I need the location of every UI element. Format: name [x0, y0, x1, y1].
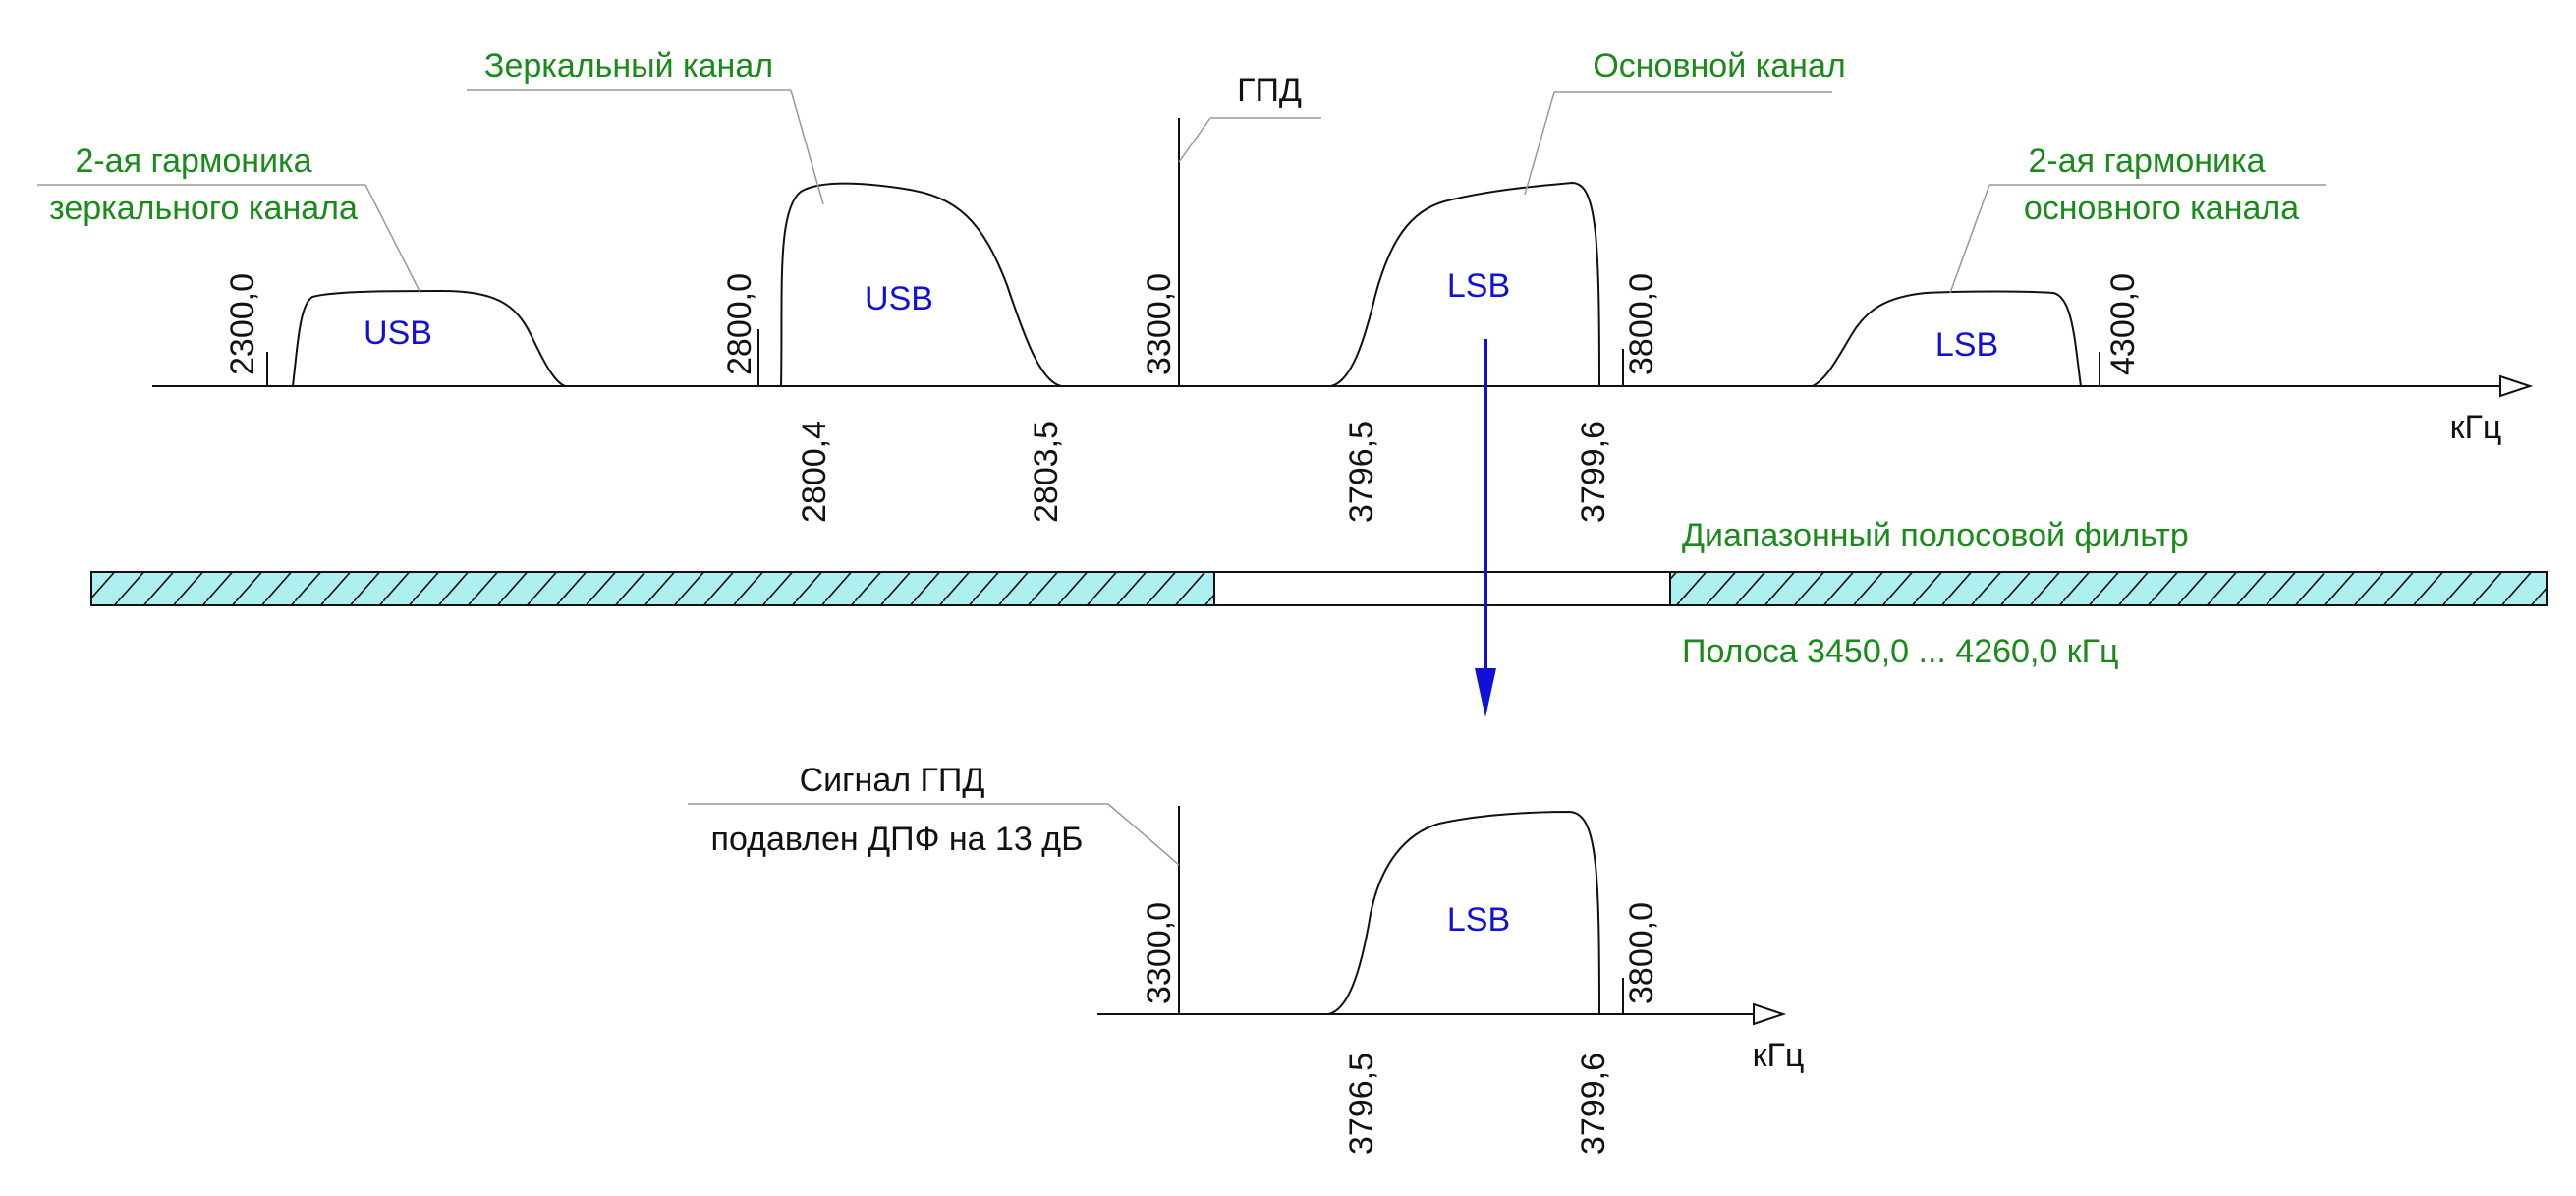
tick-label-3800: 3800,0	[1623, 273, 1660, 375]
conversion-arrow	[1475, 339, 1496, 717]
lo-callout-label: ГПД	[1237, 72, 1302, 109]
tick-label-4300: 4300,0	[2104, 273, 2142, 375]
image-harmonic-callout-line2: зеркального канала	[49, 190, 358, 227]
main-harmonic-band-shape	[1812, 290, 2082, 387]
image-harmonic-band-label: USB	[364, 314, 432, 352]
main-channel-band-label: LSB	[1447, 267, 1510, 305]
main-harmonic-callout: 2-ая гармоника основного канала	[1949, 142, 2326, 294]
top-spectrum: 2300,0 2800,0 3300,0 3800,0 4300,0 2800,…	[37, 47, 2534, 523]
image-harmonic-band-shape	[292, 289, 566, 387]
bandpass-filter: Диапазонный полосовой фильтр Полоса 3450…	[90, 517, 2548, 670]
main-harmonic-band-label: LSB	[1935, 326, 1998, 364]
tick-label-3796-5: 3796,5	[1343, 421, 1380, 523]
tick-label-2800-4: 2800,4	[796, 421, 833, 523]
tick-label-3799-6: 3799,6	[1575, 421, 1612, 523]
filter-passband	[1213, 571, 1671, 606]
filter-band-label: Полоса 3450,0 ... 4260,0 кГц	[1682, 633, 2119, 670]
bottom-axis-arrowhead	[1753, 1002, 1787, 1026]
tick-label-2300: 2300,0	[224, 273, 261, 375]
bottom-tick-label-3799-6: 3799,6	[1575, 1053, 1612, 1155]
main-harmonic-callout-line1: 2-ая гармоника	[2028, 142, 2265, 180]
main-channel-callout: Основной канал	[1524, 47, 1846, 196]
tick-label-3300: 3300,0	[1141, 273, 1178, 375]
bottom-main-band-label: LSB	[1447, 901, 1510, 939]
image-channel-band-label: USB	[865, 280, 933, 317]
image-channel-callout-label: Зеркальный канал	[484, 47, 773, 85]
tick-label-2803-5: 2803,5	[1028, 421, 1065, 523]
bottom-tick-label-3300: 3300,0	[1141, 902, 1178, 1004]
filter-title: Диапазонный полосовой фильтр	[1682, 517, 2189, 554]
main-channel-callout-label: Основной канал	[1593, 47, 1845, 85]
filter-stopband-low	[90, 571, 1215, 606]
top-axis-arrowhead	[2499, 374, 2534, 398]
image-harmonic-callout-line1: 2-ая гармоника	[75, 142, 311, 180]
bottom-main-band-shape	[1327, 810, 1600, 1015]
image-harmonic-callout: 2-ая гармоника зеркального канала	[37, 142, 421, 294]
lo-callout: ГПД	[1178, 72, 1321, 163]
lo-suppression-callout: Сигнал ГПД подавлен ДПФ на 13 дБ	[688, 762, 1180, 866]
lo-suppression-line2: подавлен ДПФ на 13 дБ	[711, 821, 1084, 858]
image-channel-band-shape	[780, 182, 1062, 387]
lo-suppression-line1: Сигнал ГПД	[800, 762, 985, 799]
image-channel-callout: Зеркальный канал	[467, 47, 824, 205]
bottom-tick-label-3800: 3800,0	[1623, 902, 1660, 1004]
main-channel-band-shape	[1330, 181, 1600, 387]
main-harmonic-callout-line2: основного канала	[2024, 190, 2299, 227]
bottom-unit-label: кГц	[1753, 1037, 1805, 1074]
tick-label-2800: 2800,0	[721, 273, 758, 375]
top-unit-label: кГц	[2450, 409, 2502, 446]
bottom-spectrum: 3300,0 3800,0 3796,5 3799,6 кГц LSB Сигн…	[688, 762, 1804, 1155]
bottom-tick-label-3796-5: 3796,5	[1343, 1053, 1380, 1155]
filter-stopband-high	[1669, 571, 2548, 606]
